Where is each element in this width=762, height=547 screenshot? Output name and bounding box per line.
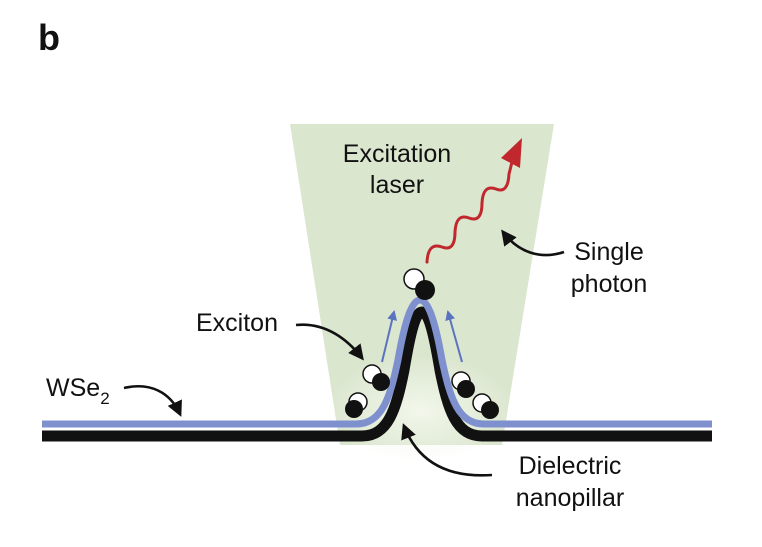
- pointer-arrow-photon: [501, 229, 565, 257]
- photon-arrowhead: [501, 138, 522, 168]
- label-nanopillar: nanopillar: [516, 484, 624, 512]
- substrate-surface: [42, 306, 712, 442]
- panel-letter: b: [38, 17, 60, 58]
- label-dielectric: Dielectric: [519, 452, 622, 480]
- photon-wave: [425, 160, 514, 264]
- exciton-pair: [451, 371, 475, 398]
- wse2-layer: [42, 296, 712, 428]
- wse2-subscript: 2: [100, 389, 109, 408]
- label-single: Single: [574, 238, 644, 266]
- label-laser: laser: [370, 171, 424, 199]
- label-excitation: Excitation: [343, 140, 451, 168]
- pointer-arrow-wse2: [123, 385, 182, 417]
- label-exciton: Exciton: [196, 309, 278, 337]
- label-photon: photon: [571, 270, 647, 298]
- wse2-text: WSe: [46, 374, 100, 402]
- pointer-arrow-nanopillar: [401, 423, 493, 477]
- exciton-pair: [345, 392, 368, 418]
- pointer-arrow-exciton: [295, 323, 364, 361]
- exciton-pair: [472, 393, 499, 419]
- drift-arrow-right: [445, 310, 463, 363]
- exciton-pair: [362, 364, 390, 391]
- exciton-pair: [403, 268, 435, 300]
- label-wse2: WSe2: [46, 374, 110, 408]
- drift-arrow-left: [381, 310, 397, 363]
